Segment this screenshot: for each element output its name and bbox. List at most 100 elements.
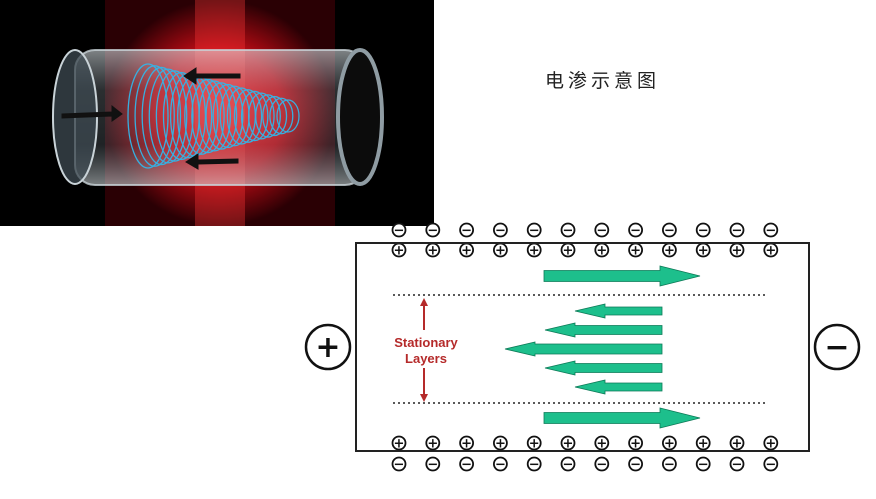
- negative-charge: −: [526, 222, 542, 239]
- negative-charge: −: [628, 456, 643, 473]
- coil-flow: [127, 63, 300, 169]
- svg-text:+: +: [698, 244, 709, 259]
- positive-charge: +: [662, 242, 677, 259]
- coil-loop: [191, 78, 225, 154]
- svg-text:+: +: [765, 244, 776, 259]
- positive-charge: +: [391, 435, 407, 452]
- flow-arrow-left: [574, 303, 663, 319]
- svg-text:+: +: [427, 437, 438, 452]
- svg-text:−: −: [765, 458, 776, 473]
- svg-text:+: +: [427, 244, 438, 259]
- negative-charge: −: [662, 222, 677, 239]
- negative-charge: −: [560, 456, 576, 473]
- svg-text:+: +: [461, 244, 472, 259]
- capillary-illustration: [0, 0, 434, 226]
- positive-charge: +: [391, 242, 407, 259]
- positive-charge: +: [459, 435, 475, 452]
- negative-charge: −: [695, 222, 711, 239]
- negative-charge: −: [526, 456, 542, 473]
- negative-electrode: −: [813, 323, 861, 371]
- svg-text:−: −: [529, 224, 540, 239]
- flow-arrow-left: [544, 322, 663, 338]
- negative-charge: −: [594, 222, 610, 239]
- svg-text:−: −: [630, 224, 641, 239]
- positive-charge: +: [763, 435, 779, 452]
- svg-text:−: −: [427, 458, 438, 473]
- coil-loop: [134, 65, 175, 167]
- svg-text:+: +: [630, 244, 641, 259]
- svg-text:+: +: [394, 437, 405, 452]
- svg-text:+: +: [664, 437, 675, 452]
- positive-charge: +: [560, 435, 576, 452]
- positive-charge: +: [492, 242, 508, 259]
- coil-loop: [198, 80, 232, 152]
- positive-charge: +: [662, 435, 677, 452]
- svg-text:−: −: [461, 224, 472, 239]
- negative-charge: −: [459, 222, 475, 239]
- coil-loop: [205, 82, 238, 150]
- svg-text:−: −: [461, 458, 472, 473]
- coil-loop: [240, 90, 269, 142]
- svg-text:−: −: [630, 458, 641, 473]
- positive-charge: +: [425, 242, 441, 259]
- positive-charge: +: [729, 435, 745, 452]
- svg-text:+: +: [596, 437, 607, 452]
- photo-arrows: [61, 67, 241, 170]
- positive-charge: +: [526, 435, 542, 452]
- positive-charge: +: [763, 242, 779, 259]
- svg-text:−: −: [664, 224, 675, 239]
- svg-text:−: −: [495, 224, 506, 239]
- negative-charge: −: [729, 222, 745, 239]
- negative-charge: −: [492, 456, 508, 473]
- stationary-layers-marker: [420, 298, 428, 402]
- tube-right-end: [336, 48, 384, 186]
- svg-text:+: +: [529, 244, 540, 259]
- positive-charge: +: [526, 242, 542, 259]
- svg-text:−: −: [732, 224, 743, 239]
- negative-charge: −: [695, 456, 711, 473]
- flow-arrow-right: [543, 407, 701, 429]
- svg-text:+: +: [461, 437, 472, 452]
- svg-text:+: +: [394, 244, 405, 259]
- svg-text:−: −: [563, 224, 574, 239]
- positive-charge: +: [425, 435, 441, 452]
- coil-loop: [247, 92, 275, 140]
- positive-charge: +: [594, 242, 610, 259]
- svg-text:−: −: [698, 458, 709, 473]
- positive-charge: +: [695, 242, 711, 259]
- stationary-label-line1: Stationary: [394, 335, 458, 350]
- svg-text:−: −: [596, 458, 607, 473]
- coil-loop: [127, 63, 169, 169]
- arrow-top-icon: [183, 67, 241, 85]
- negative-charge: −: [763, 222, 779, 239]
- negative-charge: −: [391, 222, 407, 239]
- positive-electrode-symbol: +: [315, 330, 340, 365]
- negative-charge: −: [425, 456, 441, 473]
- electroosmosis-diagram: − − − − − − − − − − − − + + + + + + + + + + + + + + + + + + + + + + + + −…: [304, 222, 861, 473]
- coil-loop: [155, 70, 194, 162]
- negative-charge: −: [763, 456, 779, 473]
- positive-electrode: +: [304, 323, 352, 371]
- svg-text:−: −: [495, 458, 506, 473]
- svg-text:+: +: [596, 244, 607, 259]
- coil-loop: [148, 68, 188, 164]
- negative-charge: −: [729, 456, 745, 473]
- flow-arrow-left: [504, 341, 663, 357]
- svg-text:+: +: [732, 437, 743, 452]
- flow-arrow-left: [574, 379, 663, 395]
- svg-text:+: +: [732, 244, 743, 259]
- page-title: 电渗示意图: [545, 70, 661, 92]
- svg-text:+: +: [698, 437, 709, 452]
- positive-charge: +: [492, 435, 508, 452]
- svg-text:+: +: [630, 437, 641, 452]
- svg-text:−: −: [732, 458, 743, 473]
- stationary-label-line2: Layers: [405, 351, 447, 366]
- svg-text:+: +: [529, 437, 540, 452]
- flow-arrow-right: [543, 265, 701, 287]
- svg-text:+: +: [765, 437, 776, 452]
- coil-loop: [255, 94, 281, 138]
- channel-wall: [355, 242, 810, 452]
- svg-text:−: −: [529, 458, 540, 473]
- positive-charge: +: [729, 242, 745, 259]
- arrow-bottom-icon: [185, 153, 239, 170]
